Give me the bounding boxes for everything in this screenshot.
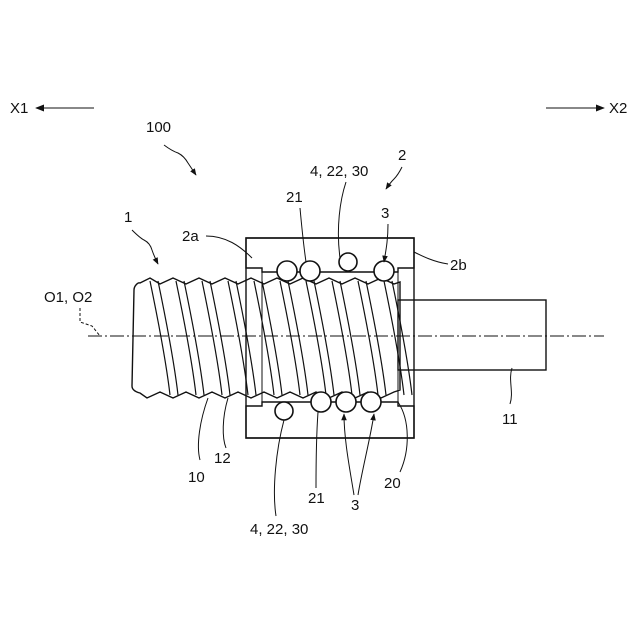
thread-crest — [254, 281, 274, 395]
nut-label: 2 — [398, 147, 406, 164]
ball — [374, 261, 394, 281]
thread-crest — [384, 281, 404, 395]
screw-shaft-label: 1 — [124, 209, 132, 226]
thread-crest — [228, 281, 248, 395]
ball-return — [339, 253, 357, 271]
ball — [336, 392, 356, 412]
ball — [311, 392, 331, 412]
shaft-groove-label: 12 — [214, 450, 231, 467]
shaft-surface-leader — [198, 398, 208, 460]
return-path-upper-label: 4, 22, 30 — [310, 163, 368, 180]
nut-inner-label: 20 — [384, 475, 401, 492]
balls-upper — [277, 253, 394, 281]
shaft-end-leader — [510, 368, 512, 404]
return-path-lower-label: 4, 22, 30 — [250, 521, 308, 538]
x2-label: X2 — [609, 100, 627, 117]
ball-lower-leader-a — [344, 414, 354, 495]
screw-shaft-leader — [132, 230, 158, 264]
shaft-groove-leader — [223, 398, 228, 448]
ball — [277, 261, 297, 281]
groove-lower-label: 21 — [308, 490, 325, 507]
nut-end-a-leader — [206, 236, 252, 258]
thread-crest — [280, 281, 300, 395]
screw-shaft — [132, 278, 412, 398]
nut-end-b-leader — [414, 252, 448, 264]
shaft-end — [398, 300, 546, 370]
nut-inner-leader — [398, 402, 407, 472]
ball-return — [275, 402, 293, 420]
assembly-leader — [164, 145, 196, 175]
nut-leader — [386, 167, 402, 189]
thread-crest — [202, 281, 222, 395]
return-path-upper-leader — [338, 182, 346, 258]
ball-label: 3 — [381, 205, 389, 222]
thread-crest — [332, 281, 352, 395]
thread-crest — [176, 281, 196, 395]
assembly-label: 100 — [146, 119, 171, 136]
ball — [361, 392, 381, 412]
shaft-end-label: 11 — [502, 411, 518, 428]
balls-lower — [275, 392, 381, 420]
x1-label: X1 — [10, 100, 28, 117]
groove-upper-label: 21 — [286, 189, 303, 206]
direction-x2: X2 — [546, 100, 627, 117]
ball-lower-leader-b — [358, 414, 374, 495]
shaft-surface-label: 10 — [188, 469, 205, 486]
ball — [300, 261, 320, 281]
nut-end-b-label: 2b — [450, 257, 467, 274]
groove-lower-leader — [316, 412, 318, 488]
thread-crest — [358, 281, 378, 395]
return-path-lower-leader — [274, 420, 284, 516]
groove-upper-leader — [300, 208, 306, 262]
ball-leader — [384, 224, 388, 262]
thread-crest — [150, 281, 170, 395]
direction-x1: X1 — [10, 100, 94, 117]
axis-label: O1, O2 — [44, 289, 92, 306]
axis-leader — [80, 308, 100, 336]
thread-crest — [306, 281, 326, 395]
ball-lower-label: 3 — [351, 497, 359, 514]
nut-end-a-label: 2a — [182, 228, 199, 245]
